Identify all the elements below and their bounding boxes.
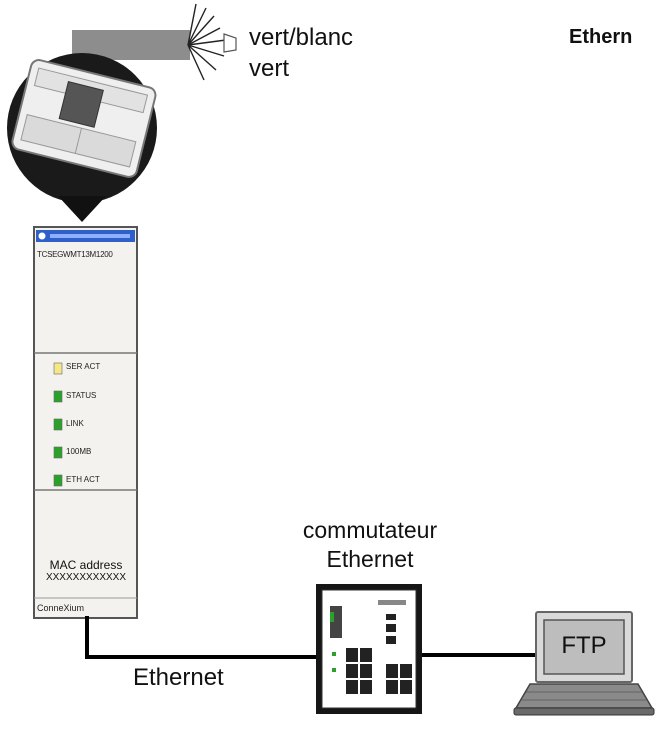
module-brand: ConneXium [37,603,85,613]
status-led-3 [53,446,63,459]
led-label-status: STATUS [66,391,97,400]
status-led-1 [53,390,63,403]
cable-label-ethernet: Ethernet [133,664,224,691]
ethernet-switch [316,584,422,714]
ftp-laptop [513,611,655,716]
rj45-connector [7,53,157,222]
led-label-100mb: 100MB [66,447,92,456]
status-led-4 [53,474,63,487]
module-model-number: TCSEGWMT13M1200 [37,250,113,259]
switch-label-line2: Ethernet [326,546,414,572]
gateway-module [33,226,138,619]
status-led-0 [53,362,63,375]
connector-arrow-icon [58,196,106,222]
status-led-2 [53,418,63,431]
mac-address-label: MAC address [49,558,123,572]
ethernet-cable [85,616,542,659]
wire-label-green-white: vert/blanc [249,24,354,51]
header-fragment: Ethern [569,26,633,48]
wire-label-green: vert [249,55,290,82]
led-label-ser-act: SER ACT [66,362,101,371]
led-label-link: LINK [66,419,84,428]
status-leds [53,362,63,487]
wire-bundle [187,3,227,81]
mac-address-value: XXXXXXXXXXXX [45,572,127,583]
pc-label-ftp: FTP [561,632,607,659]
led-label-eth-act: ETH ACT [66,475,100,484]
switch-label-line1: commutateur [302,517,438,543]
wire-tip-marker [223,33,237,53]
